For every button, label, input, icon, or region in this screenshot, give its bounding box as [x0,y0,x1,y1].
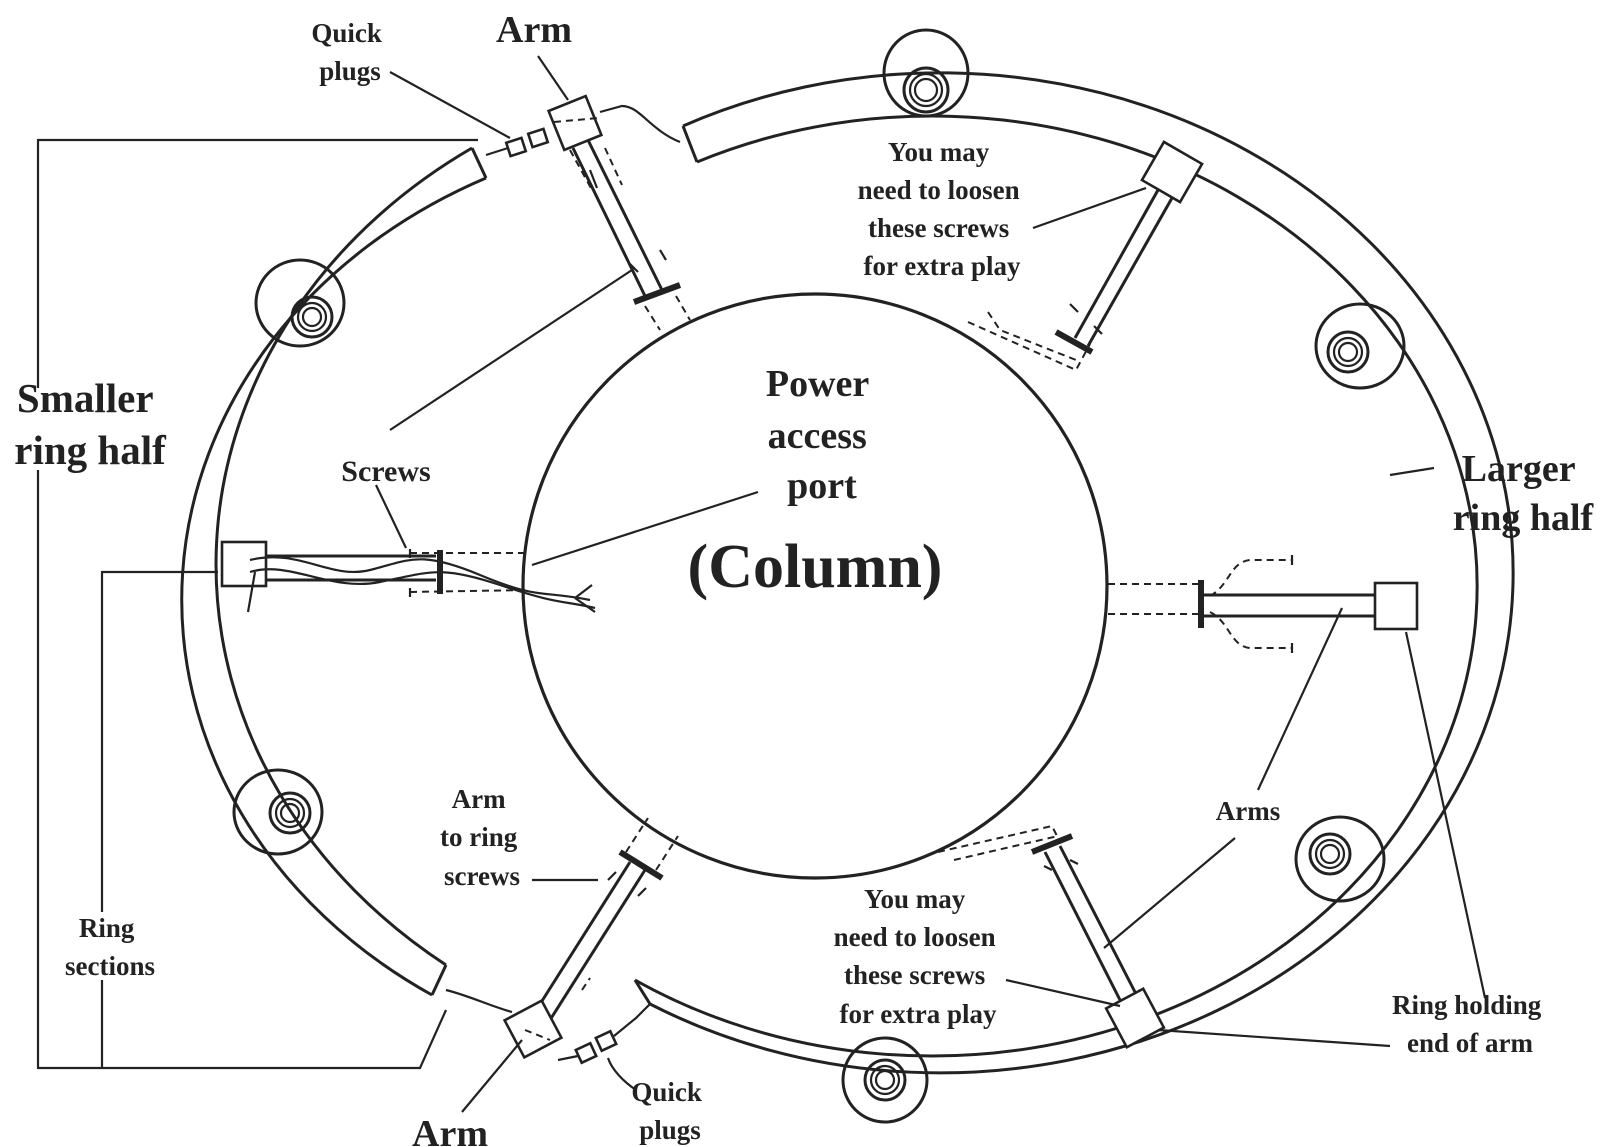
column-label: (Column) [688,533,943,601]
callout-lines [36,55,1487,1113]
arm-right [1108,555,1419,653]
roller-upper-right [1314,302,1406,390]
arm-left [220,540,596,613]
loosen-screws-top-label: You may need to loosen these screws for … [858,137,1027,281]
power-access-port-label: Power access port [766,363,878,507]
column-circle [521,292,1109,880]
ring-holding-end-of-arm-label: Ring holding end of arm [1392,990,1548,1058]
roller-upper-left [254,258,346,348]
quick-plugs-bottom [445,988,651,1065]
quick-plugs-top [485,104,681,158]
roller-bottom [841,1036,929,1124]
roller-top [882,28,970,118]
screws-label: Screws [341,455,430,488]
loosen-screws-bottom-label: You may need to loosen these screws for … [834,884,1003,1029]
arm-top [546,94,691,331]
labels: Arm Quick plugs Smaller ring half Screws… [14,9,1594,1147]
ring-sections-label: Ring sections [65,913,155,981]
quick-plugs-top-label: Quick plugs [311,18,388,86]
arm-lower-left [502,817,679,1060]
quick-plugs-bottom-label: Quick plugs [631,1077,708,1145]
arm-upper-right [967,140,1204,372]
arm-lower-right [937,824,1166,1050]
arm-to-ring-screws-label: Arm to ring screws [440,784,524,891]
smaller-ring-half-label: Smaller ring half [14,375,167,473]
roller-lower-right [1294,815,1386,903]
roller-lower-left [232,768,324,856]
arms-label: Arms [1216,796,1280,826]
arm-top-label: Arm [496,9,572,51]
ring-rollers [232,28,1406,1124]
arm-bottom-label: Arm [412,1113,488,1147]
larger-ring-half-label: Larger ring half [1453,448,1595,539]
